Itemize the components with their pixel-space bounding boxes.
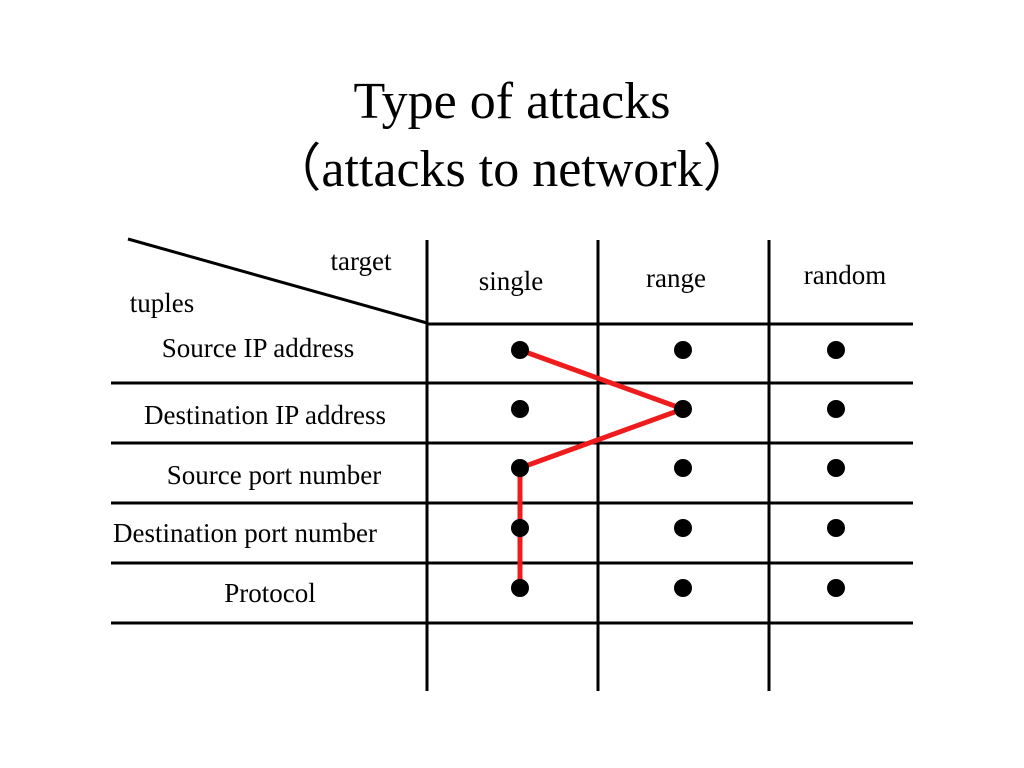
column-header-range: range [646, 263, 706, 293]
row-label-destination-ip: Destination IP address [144, 400, 386, 430]
dot-r3-c0 [511, 519, 529, 537]
selection-path [517, 347, 691, 588]
column-header-single: single [479, 266, 544, 296]
dot-r1-c0 [511, 400, 529, 418]
row-label-source-ip: Source IP address [162, 333, 354, 363]
dot-r3-c1 [674, 519, 692, 537]
dot-r4-c0 [511, 579, 529, 597]
dot-r4-c1 [674, 579, 692, 597]
dot-r0-c2 [827, 341, 845, 359]
dot-r3-c2 [827, 519, 845, 537]
row-label-source-port: Source port number [167, 460, 381, 490]
dot-r2-c0 [511, 459, 529, 477]
corner-diagonal [127, 237, 428, 325]
corner-label-tuples: tuples [130, 288, 195, 318]
row-label-protocol: Protocol [224, 578, 316, 608]
dot-r1-c2 [827, 400, 845, 418]
dot-r0-c0 [511, 341, 529, 359]
dots-layer [511, 341, 845, 597]
column-header-random: random [804, 260, 886, 290]
dot-r4-c2 [827, 579, 845, 597]
dot-r0-c1 [674, 341, 692, 359]
slide-subtitle: （attacks to network） [269, 141, 755, 198]
grid-lines [111, 237, 913, 691]
corner-label-target: target [331, 246, 392, 276]
dot-r2-c1 [674, 459, 692, 477]
dot-r2-c2 [827, 459, 845, 477]
title-block: Type of attacks （attacks to network） [0, 68, 1024, 204]
slide-title: Type of attacks [353, 73, 671, 130]
dot-r1-c1 [674, 400, 692, 418]
row-label-destination-port: Destination port number [113, 518, 377, 548]
